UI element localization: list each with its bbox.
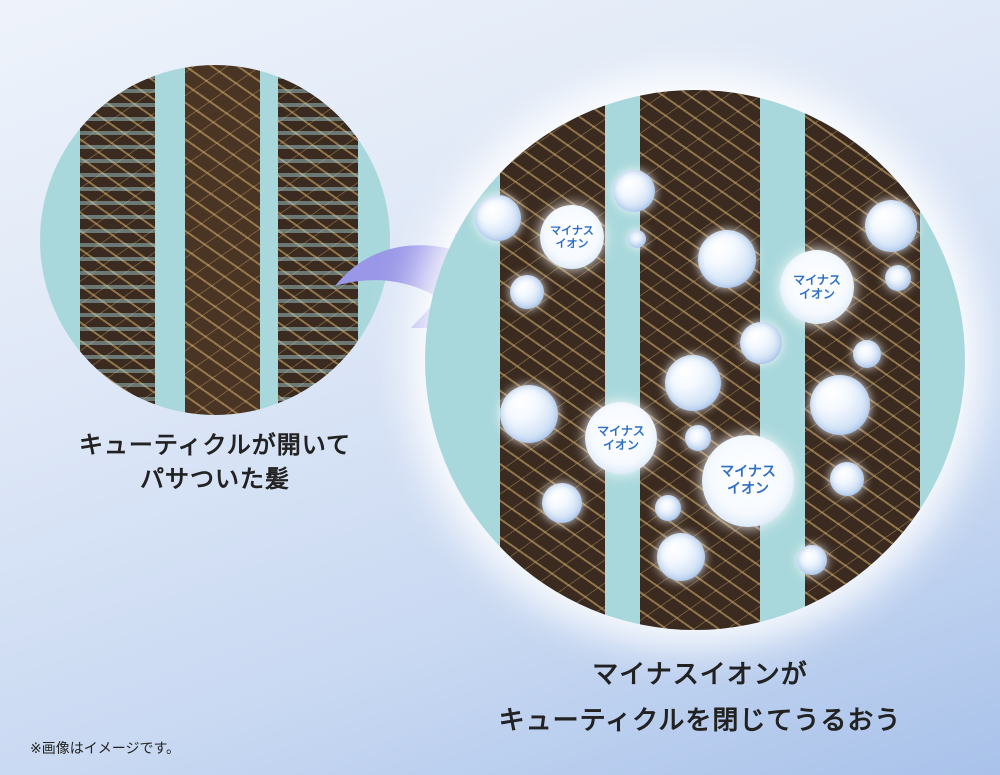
hair-strand xyxy=(80,65,155,415)
ion-bubble xyxy=(685,425,711,451)
ion-bubble xyxy=(830,462,864,496)
after-caption: マイナスイオンが キューティクルを閉じてうるおう xyxy=(420,652,980,744)
after-caption-line1: マイナスイオンが xyxy=(420,652,980,698)
ion-bubble xyxy=(542,483,582,523)
before-caption-line1: キューティクルが開いて xyxy=(40,428,390,462)
ion-bubble xyxy=(853,340,881,368)
hair-strand xyxy=(500,90,605,630)
ion-label-line2: イオン xyxy=(603,438,639,452)
ion-label-line2: イオン xyxy=(727,481,769,498)
before-caption: キューティクルが開いて パサついた髪 xyxy=(40,428,390,496)
ion-bubble xyxy=(655,495,681,521)
ion-label-line1: マイナス xyxy=(550,224,594,237)
image-disclaimer: ※画像はイメージです。 xyxy=(30,738,180,758)
negative-ion-bubble: マイナス イオン xyxy=(702,435,794,527)
ion-bubble xyxy=(500,385,558,443)
ion-bubble xyxy=(665,355,721,411)
negative-ion-bubble: マイナス イオン xyxy=(780,250,854,324)
before-caption-line2: パサついた髪 xyxy=(40,462,390,496)
ion-label-line1: マイナス xyxy=(597,424,645,438)
ion-label-line1: マイナス xyxy=(793,273,841,287)
hair-strand xyxy=(185,65,260,415)
ion-bubble xyxy=(613,170,655,212)
after-hair-illustration: マイナス イオン マイナス イオン マイナス イオン マイナス イオン xyxy=(425,90,965,630)
ion-label-line2: イオン xyxy=(556,237,589,250)
ion-label-line1: マイナス xyxy=(720,464,776,481)
ion-bubble xyxy=(885,265,911,291)
ion-bubble xyxy=(628,230,646,248)
negative-ion-bubble: マイナス イオン xyxy=(585,402,657,474)
ion-bubble xyxy=(657,533,705,581)
after-caption-line2: キューティクルを閉じてうるおう xyxy=(420,698,980,744)
ion-bubble xyxy=(698,230,756,288)
ion-bubble xyxy=(740,322,782,364)
ion-bubble xyxy=(865,200,917,252)
ion-bubble xyxy=(510,275,544,309)
ion-bubble xyxy=(810,375,870,435)
negative-ion-bubble: マイナス イオン xyxy=(540,205,604,269)
ion-bubble xyxy=(475,195,521,241)
ion-label-line2: イオン xyxy=(799,287,835,301)
ion-bubble xyxy=(797,545,827,575)
